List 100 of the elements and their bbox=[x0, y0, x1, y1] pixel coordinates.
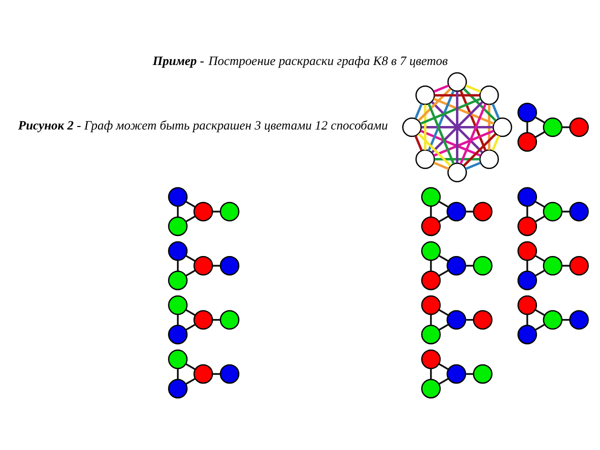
node-circle bbox=[479, 149, 499, 169]
node-circle bbox=[569, 256, 589, 276]
connector bbox=[434, 94, 480, 96]
node-circle bbox=[168, 216, 188, 236]
node-circle bbox=[569, 310, 589, 330]
node-circle bbox=[421, 187, 441, 207]
connector bbox=[414, 135, 423, 151]
connector bbox=[534, 216, 545, 222]
connector bbox=[176, 260, 179, 272]
node-circle bbox=[446, 310, 466, 330]
node-circle bbox=[517, 324, 538, 344]
node-circle bbox=[569, 117, 589, 138]
connector bbox=[460, 90, 487, 152]
connector bbox=[526, 206, 528, 217]
node-circle bbox=[517, 102, 538, 122]
node-circle bbox=[446, 256, 466, 276]
connector bbox=[534, 131, 545, 138]
node-circle bbox=[472, 256, 492, 276]
connector bbox=[438, 254, 449, 262]
connector bbox=[463, 88, 497, 122]
connector bbox=[534, 116, 545, 124]
connector bbox=[492, 135, 500, 151]
node-circle bbox=[517, 216, 538, 236]
connector bbox=[185, 363, 196, 370]
connector bbox=[438, 378, 449, 385]
connector bbox=[438, 200, 449, 208]
node-circle bbox=[472, 310, 492, 330]
connector bbox=[185, 270, 196, 277]
node-circle bbox=[193, 364, 214, 384]
node-circle bbox=[220, 202, 240, 222]
node-circle bbox=[472, 364, 492, 384]
connector bbox=[466, 373, 474, 375]
node-circle bbox=[542, 202, 562, 222]
node-circle bbox=[415, 85, 435, 106]
connector bbox=[492, 103, 500, 119]
node-circle bbox=[168, 295, 188, 315]
connector bbox=[488, 104, 490, 150]
node-circle bbox=[421, 241, 441, 261]
connector bbox=[185, 309, 196, 316]
connector bbox=[534, 200, 545, 208]
node-circle bbox=[517, 295, 538, 315]
connector bbox=[185, 324, 196, 331]
connector bbox=[534, 309, 545, 316]
connector bbox=[460, 103, 487, 164]
connector bbox=[466, 210, 474, 212]
connector bbox=[430, 206, 432, 217]
connector bbox=[433, 162, 450, 170]
node-circle bbox=[168, 350, 188, 370]
connector bbox=[433, 84, 450, 93]
node-circle bbox=[517, 132, 538, 152]
connector bbox=[212, 210, 220, 212]
node-circle bbox=[193, 202, 214, 222]
node-circle bbox=[220, 256, 240, 276]
node-circle bbox=[220, 364, 240, 384]
node-circle bbox=[421, 378, 441, 398]
node-circle bbox=[168, 241, 188, 261]
connector bbox=[185, 378, 196, 385]
connector bbox=[420, 98, 481, 125]
connector bbox=[424, 104, 426, 150]
connector bbox=[414, 103, 423, 119]
node-circle bbox=[517, 187, 538, 207]
connector bbox=[176, 368, 179, 380]
node-circle bbox=[193, 310, 214, 330]
node-circle bbox=[193, 256, 214, 276]
connector bbox=[185, 216, 196, 222]
connector bbox=[438, 216, 449, 222]
node-circle bbox=[421, 295, 441, 315]
node-circle bbox=[446, 364, 466, 384]
connector bbox=[526, 260, 528, 272]
connector bbox=[438, 270, 449, 277]
connector bbox=[434, 158, 480, 160]
node-circle bbox=[542, 310, 562, 330]
node-circle bbox=[542, 256, 562, 276]
caption: Рисунок 2 - Граф может быть раскрашен 3 цветами 12 способами bbox=[18, 118, 388, 132]
node-circle bbox=[415, 149, 435, 169]
node-circle bbox=[446, 202, 466, 222]
connector bbox=[418, 133, 452, 167]
node-circle bbox=[492, 117, 512, 138]
connector bbox=[433, 98, 494, 125]
node-circle bbox=[421, 350, 441, 370]
node-circle bbox=[402, 117, 422, 138]
connector bbox=[185, 200, 196, 208]
node-circle bbox=[569, 202, 589, 222]
connector bbox=[176, 206, 179, 217]
connector bbox=[438, 309, 449, 316]
connector bbox=[463, 133, 497, 167]
connector bbox=[430, 368, 432, 380]
node-circle bbox=[517, 270, 538, 290]
connector bbox=[421, 126, 494, 128]
connector bbox=[430, 260, 432, 272]
node-circle bbox=[168, 270, 188, 290]
node-circle bbox=[168, 378, 188, 398]
connector bbox=[176, 314, 179, 326]
node-circle bbox=[479, 85, 499, 106]
node-circle bbox=[168, 324, 188, 344]
node-circle bbox=[447, 162, 467, 182]
connector bbox=[438, 363, 449, 370]
diagram-title: Пример - Построение раскраски графа K8 в 7 цветов bbox=[152, 54, 448, 68]
connector bbox=[420, 130, 482, 157]
connector bbox=[465, 162, 481, 170]
